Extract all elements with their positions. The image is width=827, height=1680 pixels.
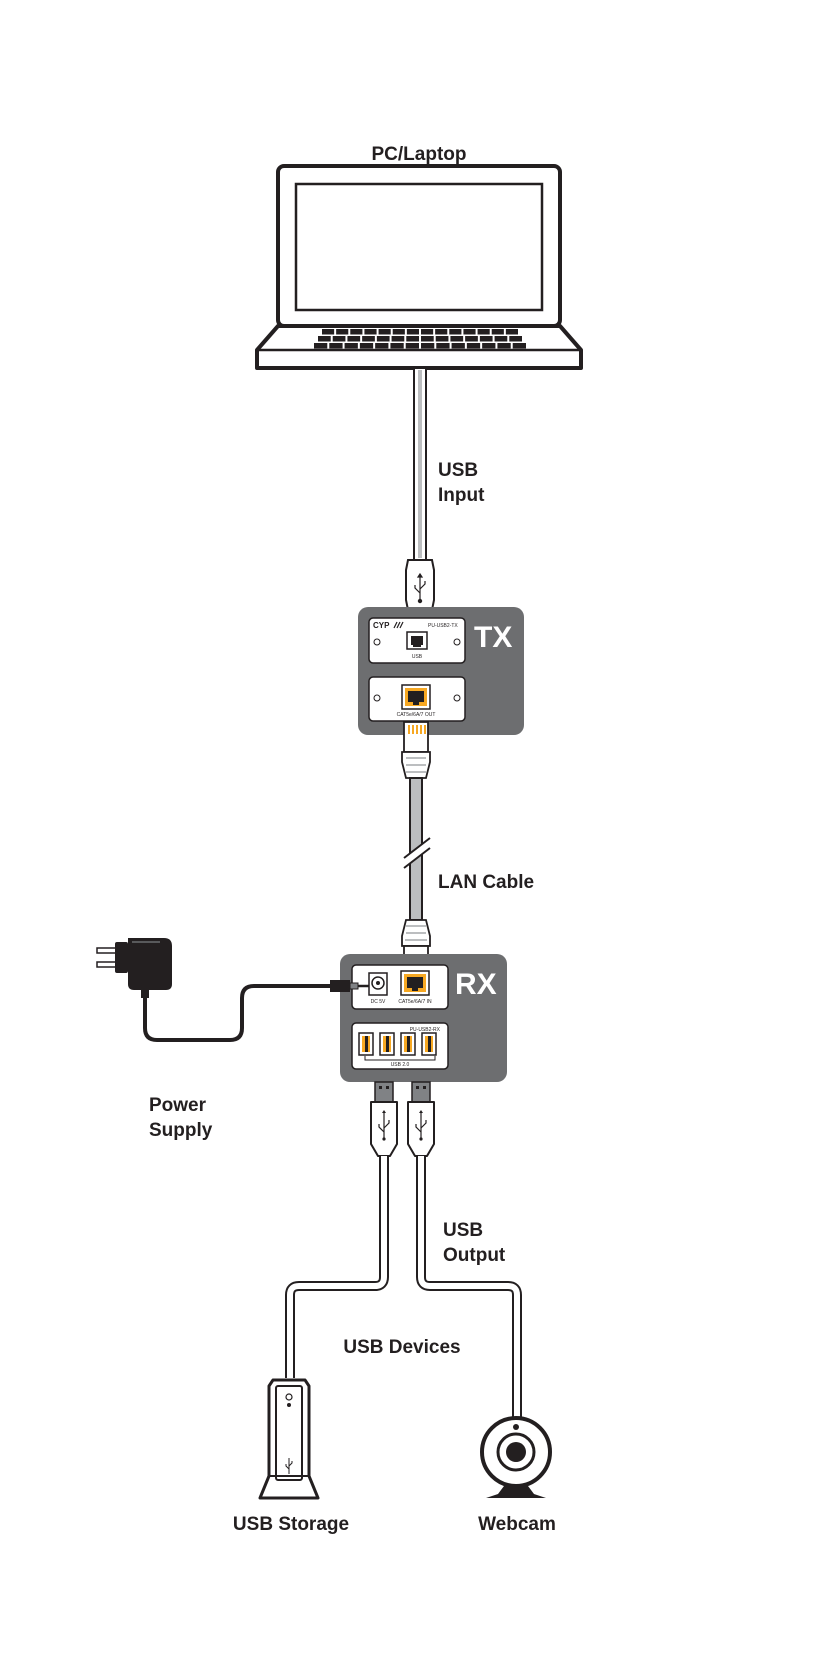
dc-plug-icon: [330, 980, 369, 992]
usb-plug-icon: [370, 1081, 398, 1157]
tx-model: PU-USB2-TX: [428, 623, 458, 629]
usb-a-port-icon: [358, 1032, 374, 1056]
webcam-label: Webcam: [478, 1514, 556, 1535]
usb-a-port-icon: [421, 1032, 437, 1056]
rx-dc-label: DC 5V: [371, 999, 386, 1005]
power-supply-label-line2: Supply: [149, 1120, 213, 1141]
usb-a-port-icon: [400, 1032, 416, 1056]
rx-lan-port-label: CAT5e/6A/7 IN: [398, 999, 432, 1005]
pc-laptop-label: PC/Laptop: [372, 144, 467, 165]
laptop-icon: [255, 164, 583, 370]
screw-icon: [373, 638, 381, 646]
usb-plug-icon: [407, 1081, 435, 1157]
usb-a-port-group: [358, 1032, 437, 1056]
screw-icon: [453, 638, 461, 646]
tx-usb-port-label: USB: [412, 654, 423, 660]
power-supply-label-line1: Power: [149, 1095, 207, 1116]
keyboard-icon: [314, 329, 526, 349]
rx-usb-hub-label: USB 2.0: [391, 1062, 410, 1068]
rx-model: PU-USB2-RX: [410, 1027, 441, 1033]
usb-input-label-line2: Input: [438, 485, 485, 506]
usb-input-label-line1: USB: [438, 460, 478, 481]
screw-icon: [373, 694, 381, 702]
tx-lan-port-label: CAT5e/6A/7 OUT: [397, 712, 436, 718]
usb-input-cable: [413, 367, 427, 561]
usb-devices-label: USB Devices: [343, 1337, 460, 1358]
usb-b-port-icon: [406, 631, 428, 650]
rx-unit: RX DC 5V CAT5e/6A/7 IN PU-USB2-RX USB 2.…: [340, 954, 507, 1082]
webcam-icon: [480, 1416, 552, 1498]
tx-badge: TX: [474, 621, 512, 654]
usb-storage-icon: [258, 1378, 320, 1500]
tx-unit: TX CYP PU-USB2-TX USB CAT5e/6A/7 OUT: [358, 607, 524, 735]
dc-jack-icon: [368, 972, 388, 996]
rj45-port-icon: [401, 684, 431, 710]
lan-cable: [403, 777, 431, 921]
tx-brand-logo: CYP: [373, 621, 390, 630]
rj45-plug-icon: [401, 721, 431, 779]
rj45-port-icon: [400, 970, 430, 996]
usb-a-port-icon: [379, 1032, 395, 1056]
rx-badge: RX: [455, 968, 497, 1001]
usb-output-label-line2: Output: [443, 1245, 506, 1266]
usb-output-label-line1: USB: [443, 1220, 483, 1241]
webcam-cable: [416, 1156, 522, 1418]
power-cable: [143, 984, 330, 1042]
usb-storage-cable: [285, 1156, 389, 1378]
screw-icon: [453, 694, 461, 702]
tx-brand-mark: [393, 621, 404, 629]
power-adapter-icon: [96, 938, 172, 998]
usb-storage-label: USB Storage: [233, 1514, 349, 1535]
lan-cable-label: LAN Cable: [438, 872, 534, 893]
